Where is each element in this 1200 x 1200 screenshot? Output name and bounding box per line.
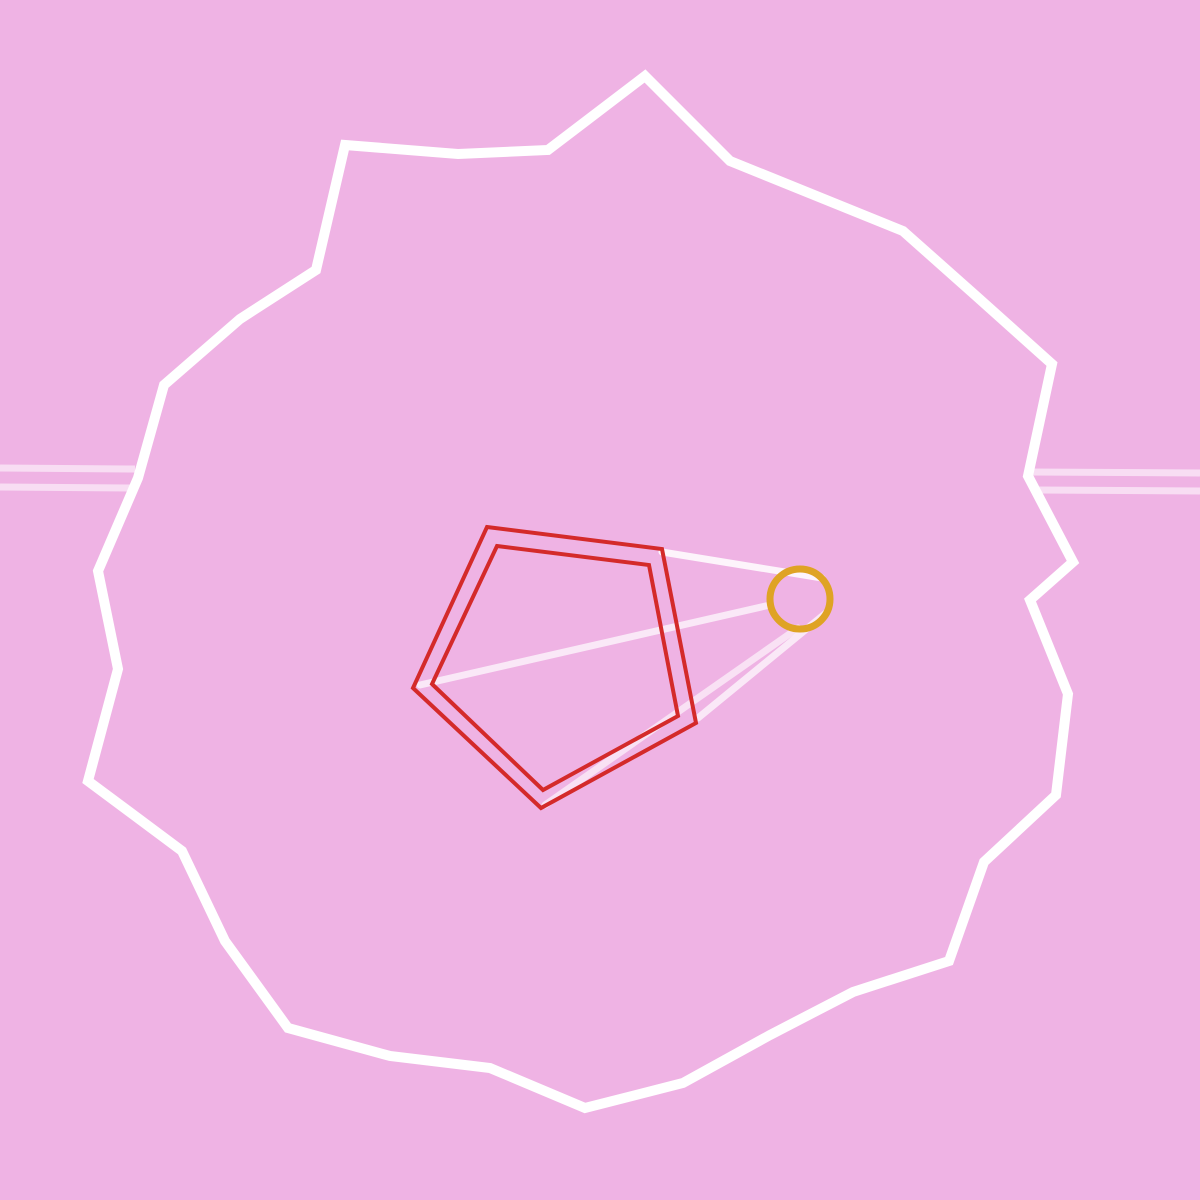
ring-target-icon[interactable] <box>766 565 834 633</box>
ship-outer-hull <box>410 524 699 811</box>
rail-left <box>0 464 136 492</box>
pentagon-ship-icon[interactable] <box>410 524 699 811</box>
arena-wall <box>82 69 1080 1114</box>
ship-inner-hull <box>429 543 681 793</box>
rail-right <box>1029 468 1200 495</box>
